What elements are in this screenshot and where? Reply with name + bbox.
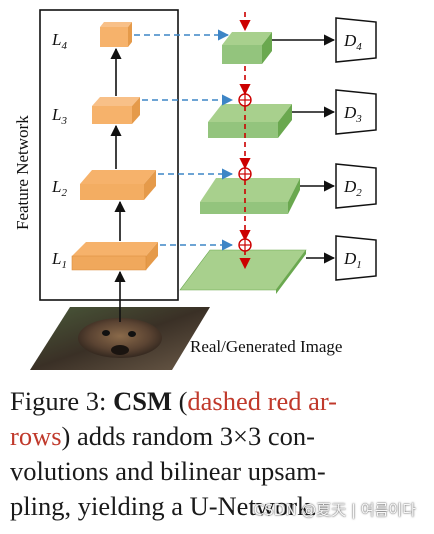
u-block-1: [179, 249, 307, 294]
feature-block-l3: [92, 97, 140, 124]
level-label-l3: L3: [51, 105, 67, 127]
u-block-2: [200, 178, 300, 214]
level-label-l4: L4: [51, 30, 67, 52]
image-label: Real/Generated Image: [190, 337, 342, 356]
discriminator-d4: D4: [335, 17, 377, 63]
caption-text-2: ) adds random 3×3 con-: [61, 421, 315, 451]
merge-node-1: [238, 238, 252, 252]
discriminator-d3: D3: [335, 89, 377, 135]
u-block-4: [222, 32, 272, 64]
caption-line-4: pling, yielding a U-Network.: [10, 491, 317, 521]
svg-text:D4: D4: [343, 31, 362, 53]
caption-red-text-2: rows: [10, 421, 62, 451]
discriminator-d2: D2: [335, 163, 377, 209]
watermark: CSDN @夏天 | 여름이다: [253, 501, 416, 519]
svg-text:D1: D1: [343, 249, 362, 271]
input-image: [30, 307, 210, 370]
feature-block-l2: [80, 170, 156, 200]
caption-red-text-1: dashed red ar-: [187, 386, 337, 416]
level-label-l2: L2: [51, 177, 67, 199]
caption-line-3: volutions and bilinear upsam-: [10, 456, 326, 486]
discriminator-d1: D1: [335, 235, 377, 281]
csm-diagram: Real/Generated Image: [13, 9, 377, 370]
merge-node-2: [238, 167, 252, 181]
caption-figure-number: Figure 3:: [10, 386, 114, 416]
u-block-3: [208, 104, 292, 138]
svg-text:D3: D3: [343, 103, 362, 125]
caption-paren: (: [171, 386, 188, 416]
side-label: Feature Network: [13, 115, 32, 230]
figure-caption: Figure 3: CSM (dashed red ar- rows) adds…: [10, 384, 428, 524]
merge-node-3: [238, 93, 252, 107]
level-label-l1: L1: [51, 249, 67, 271]
svg-text:D2: D2: [343, 177, 362, 199]
feature-network-box: [39, 9, 179, 301]
feature-block-l1: [71, 242, 158, 271]
caption-csm: CSM: [113, 386, 172, 416]
feature-block-l4: [100, 22, 132, 47]
caption-line-1: Figure 3: CSM (dashed red ar-: [10, 384, 428, 419]
caption-line-2: rows) adds random 3×3 con-: [10, 419, 428, 454]
